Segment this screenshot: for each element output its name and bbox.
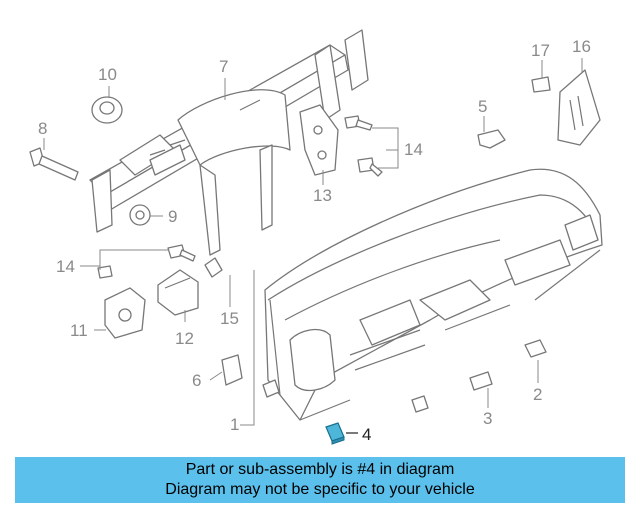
- callout-12: 12: [175, 329, 194, 348]
- bracket-13-part: [299, 104, 339, 176]
- grommet-part: [91, 96, 123, 124]
- banner-line-1: Part or sub-assembly is #4 in diagram: [185, 461, 455, 478]
- clip-3-part: [469, 371, 493, 391]
- highlighted-part-4: [325, 422, 345, 445]
- instrument-panel-part: [264, 168, 603, 421]
- side-cover-part: [557, 69, 601, 146]
- callout-6: 6: [192, 371, 201, 390]
- clip-dash-left-part: [262, 379, 429, 413]
- clip-14-upper-part: [344, 115, 383, 177]
- callout-5: 5: [478, 97, 487, 116]
- nut-part: [129, 204, 151, 226]
- cross-car-beam-part: [89, 29, 369, 256]
- callout-13: 13: [313, 186, 332, 205]
- callout-14-upper: 14: [404, 140, 423, 159]
- callout-4: 4: [362, 425, 371, 444]
- callout-2: 2: [533, 385, 542, 404]
- bolt-part: [29, 147, 79, 181]
- callout-9: 9: [168, 207, 177, 226]
- clip-14-lower-part: [97, 244, 196, 279]
- callout-11: 11: [70, 321, 88, 340]
- callout-14-lower: 14: [56, 257, 75, 276]
- callout-1: 1: [230, 415, 239, 434]
- callout-7: 7: [219, 57, 228, 76]
- callout-8: 8: [38, 119, 47, 138]
- callout-17: 17: [531, 41, 550, 60]
- bracket-11-part: [104, 287, 146, 339]
- banner-line-2: Diagram may not be specific to your vehi…: [165, 481, 475, 498]
- clip-17-part: [531, 76, 551, 93]
- leader-lines: [43, 58, 583, 434]
- callout-3: 3: [483, 409, 492, 428]
- clip-15-part: [204, 257, 223, 278]
- clip-5-part: [477, 129, 506, 149]
- info-banner: Part or sub-assembly is #4 in diagram Di…: [15, 457, 625, 503]
- parts-diagram: 1 2 3 4 5 6 7 8 9 10 11 12 13 14 14 15 1…: [29, 29, 603, 445]
- callout-15: 15: [220, 309, 239, 328]
- clip-6-part: [221, 354, 243, 386]
- callout-10: 10: [98, 65, 117, 84]
- bracket-12-part: [157, 269, 199, 316]
- clip-2-part: [524, 339, 547, 358]
- callout-labels: 1 2 3 4 5 6 7 8 9 10 11 12 13 14 14 15 1…: [38, 37, 591, 444]
- callout-16: 16: [572, 37, 591, 56]
